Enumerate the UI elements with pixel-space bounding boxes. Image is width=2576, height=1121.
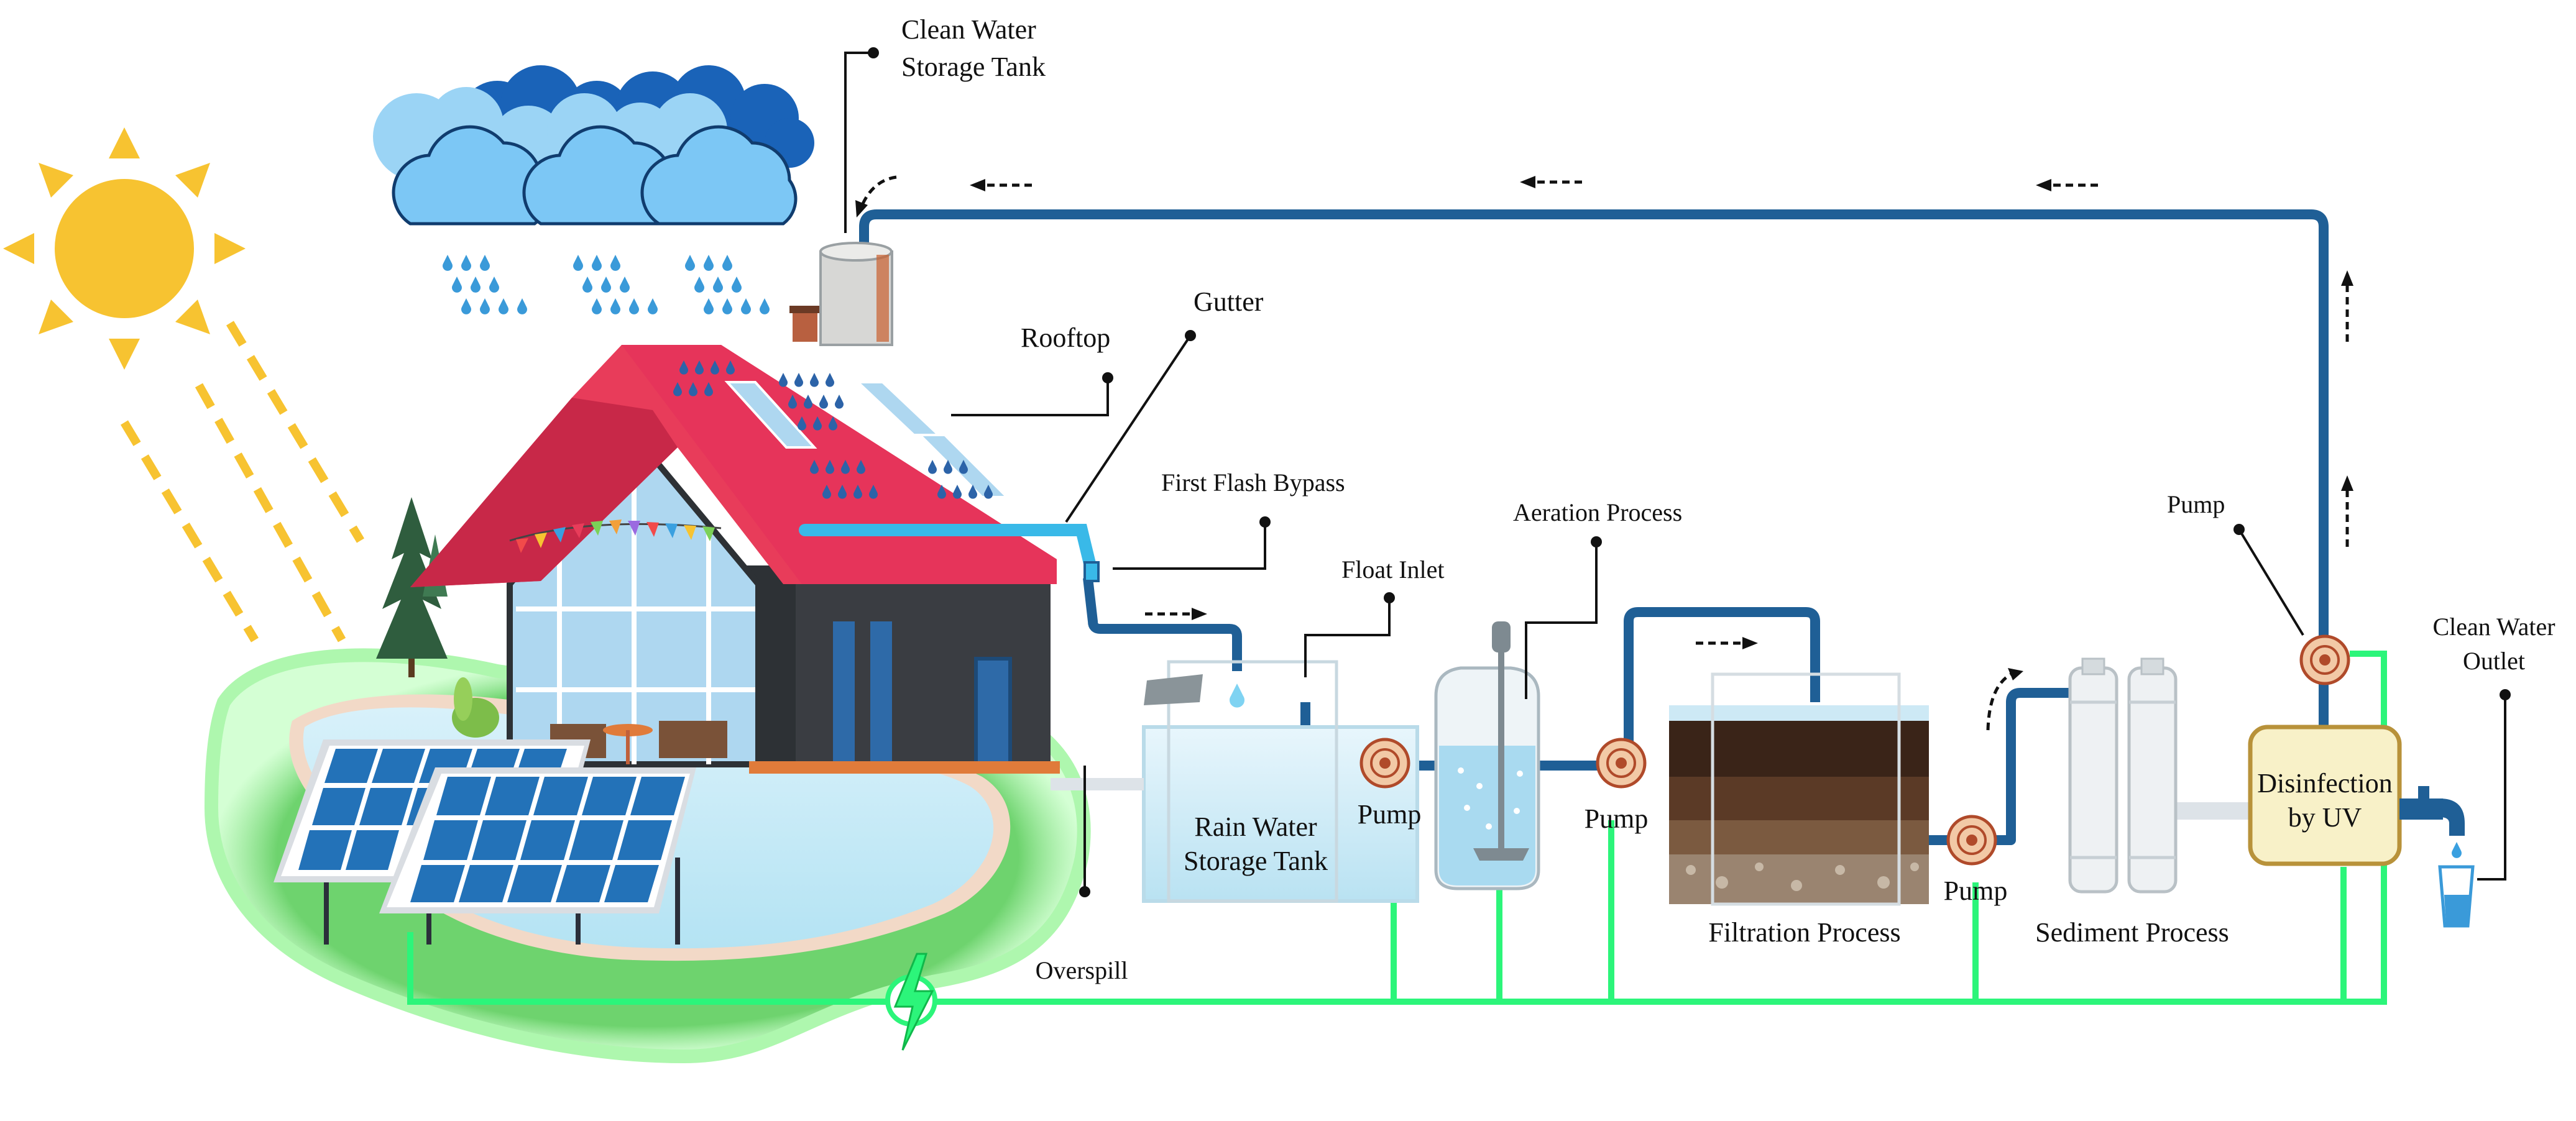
sun-icon xyxy=(3,127,246,370)
uv-disinfection-box xyxy=(2248,725,2402,866)
lightning-icon xyxy=(885,953,937,1051)
gutter-pipe xyxy=(799,524,1097,575)
house xyxy=(410,306,1060,774)
label-aeration: Aeration Process xyxy=(1513,498,1682,526)
sun-rays xyxy=(120,321,365,643)
label-clean-tank-2: Storage Tank xyxy=(901,52,1046,82)
tree-icon xyxy=(376,497,448,677)
label-pump-2: Pump xyxy=(1585,803,1649,834)
leader-dots xyxy=(868,47,2511,897)
label-float-inlet: Float Inlet xyxy=(1341,556,1445,583)
flow-arrowheads xyxy=(855,176,2353,680)
clean-water-tank xyxy=(819,242,893,346)
label-sediment: Sediment Process xyxy=(2035,917,2229,948)
label-clean-tank-1: Clean Water xyxy=(901,14,1036,45)
label-uv-2: by UV xyxy=(2288,802,2362,833)
label-pump-1: Pump xyxy=(1358,799,1422,830)
sediment-filters xyxy=(2068,657,2178,894)
filtration-unit xyxy=(1669,672,1929,906)
cloud-icon xyxy=(373,65,814,226)
faucet-icon xyxy=(2399,786,2465,858)
pump-icon xyxy=(2299,634,2350,685)
label-rain-tank-1: Rain Water xyxy=(1194,812,1317,842)
pump-icon xyxy=(1946,815,1997,866)
glass-icon xyxy=(2438,865,2475,928)
label-uv-1: Disinfection xyxy=(2257,768,2393,798)
label-clean-outlet-1: Clean Water xyxy=(2432,613,2555,641)
label-rooftop: Rooftop xyxy=(1021,323,1110,353)
flow-arrows xyxy=(860,175,2349,731)
aeration-tank xyxy=(1434,621,1540,890)
label-gutter: Gutter xyxy=(1194,286,1264,317)
label-pump-top: Pump xyxy=(2167,490,2225,518)
label-rain-tank-2: Storage Tank xyxy=(1184,846,1328,876)
solar-panel-icon xyxy=(274,739,696,945)
label-overspill: Overspill xyxy=(1036,956,1128,984)
label-clean-outlet-2: Outlet xyxy=(2463,647,2525,675)
leader-lines xyxy=(844,52,2506,892)
pump-icon xyxy=(1596,738,1647,789)
power-line xyxy=(407,651,2387,1005)
label-pump-3: Pump xyxy=(1944,876,2008,906)
label-first-flash: First Flash Bypass xyxy=(1161,469,1345,496)
raindrop-icon xyxy=(443,255,770,314)
pipes xyxy=(859,209,2329,845)
pump-icon xyxy=(1359,738,1410,789)
label-filtration: Filtration Process xyxy=(1708,917,1900,948)
